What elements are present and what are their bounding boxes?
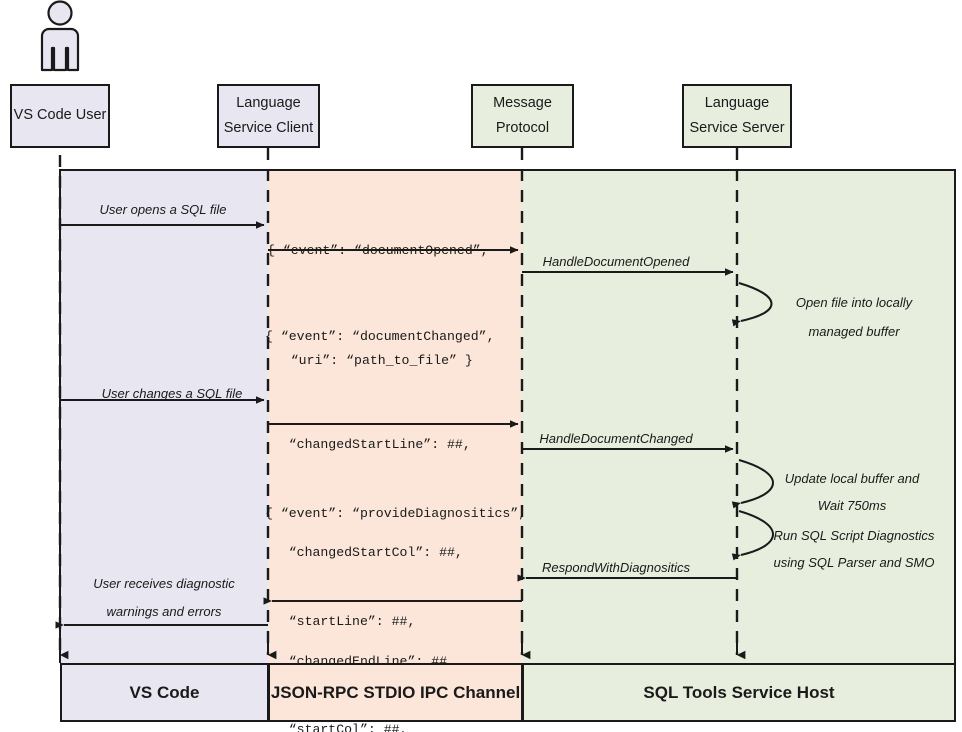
selfloop-update-buffer xyxy=(731,459,774,509)
note-line2: managed buffer xyxy=(808,324,900,340)
note-line2: Wait 750ms xyxy=(817,498,887,514)
band-jsonrpc xyxy=(268,170,522,663)
label-user-opens-file: User opens a SQL file xyxy=(100,200,227,220)
payload-provide-diagnostics: { “event”: “provideDiagnositics”, “start… xyxy=(265,465,526,732)
label-line1: User receives diagnostic xyxy=(93,576,235,591)
participant-label-line2: Protocol xyxy=(495,120,550,136)
label-line1: User opens a SQL file xyxy=(99,202,227,217)
note-open-file-buffer: Open file into locally managed buffer xyxy=(796,292,912,342)
participant-vscode-user[interactable]: VS Code User xyxy=(10,84,110,148)
note-line1: Run SQL Script Diagnostics xyxy=(773,528,935,543)
participant-lang-server[interactable]: Language Service Server xyxy=(682,84,792,148)
participant-lang-client[interactable]: Language Service Client xyxy=(217,84,320,148)
payload-line: “uri”: “path_to_file” } xyxy=(267,352,473,368)
payload-line: “changedStartCol”: ##, xyxy=(265,545,463,561)
label-respond-with-diagnostics: RespondWithDiagnositics xyxy=(542,558,690,578)
label-line1: HandleDocumentChanged xyxy=(539,431,693,446)
footer-band-jsonrpc: JSON-RPC STDIO IPC Channel xyxy=(268,663,523,722)
label-line2: warnings and errors xyxy=(106,603,222,619)
payload-line: { “event”: “documentOpened”, xyxy=(267,242,489,258)
note-line2: using SQL Parser and SMO xyxy=(773,555,935,571)
payload-line: { “event”: “provideDiagnositics”, xyxy=(265,505,527,521)
payload-document-opened: { “event”: “documentOpened”, “uri”: “pat… xyxy=(267,202,489,409)
payload-line: { “event”: “documentChanged”, xyxy=(265,328,495,344)
participant-label-line1: VS Code User xyxy=(13,107,107,124)
participant-label-line1: Message xyxy=(493,94,552,111)
footer-label: SQL Tools Service Host xyxy=(643,682,835,702)
participant-label-line1: Language xyxy=(236,94,301,111)
label-handle-document-changed: HandleDocumentChanged xyxy=(539,429,692,449)
label-user-receives-diagnostics: User receives diagnostic warnings and er… xyxy=(93,574,235,621)
payload-document-changed: { “event”: “documentChanged”, “changedSt… xyxy=(265,288,526,732)
participant-label-line2: Service Server xyxy=(689,120,785,136)
participant-msg-protocol[interactable]: Message Protocol xyxy=(471,84,574,148)
label-user-changes-file: User changes a SQL file xyxy=(102,384,243,404)
footer-band-sqltools: SQL Tools Service Host xyxy=(522,663,956,722)
footer-label: VS Code xyxy=(129,682,200,702)
label-line1: HandleDocumentOpened xyxy=(542,254,690,269)
selfloop-run-diagnostics xyxy=(731,510,774,561)
participant-label-line1: Language xyxy=(704,94,770,111)
note-run-diagnostics: Run SQL Script Diagnostics using SQL Par… xyxy=(774,525,935,573)
label-line1: User changes a SQL file xyxy=(101,386,243,401)
footer-label: JSON-RPC STDIO IPC Channel xyxy=(270,682,521,702)
payload-line: “changedStartLine”: ##, xyxy=(265,436,471,452)
payload-line: “startCol”: ##, xyxy=(265,722,408,732)
band-sqltools xyxy=(522,170,955,663)
footer-band-vscode: VS Code xyxy=(60,663,269,722)
person-icon xyxy=(40,0,80,72)
band-vscode xyxy=(60,170,268,663)
note-line1: Update local buffer and xyxy=(784,471,920,486)
payload-line: “startLine”: ##, xyxy=(265,613,416,629)
note-update-buffer-wait: Update local buffer and Wait 750ms xyxy=(785,468,919,516)
participant-label-line2: Service Client xyxy=(223,120,314,136)
note-line1: Open file into locally xyxy=(795,295,913,310)
label-handle-document-opened: HandleDocumentOpened xyxy=(543,252,690,272)
label-line1: RespondWithDiagnositics xyxy=(541,560,691,575)
selfloop-open-file xyxy=(731,282,773,327)
